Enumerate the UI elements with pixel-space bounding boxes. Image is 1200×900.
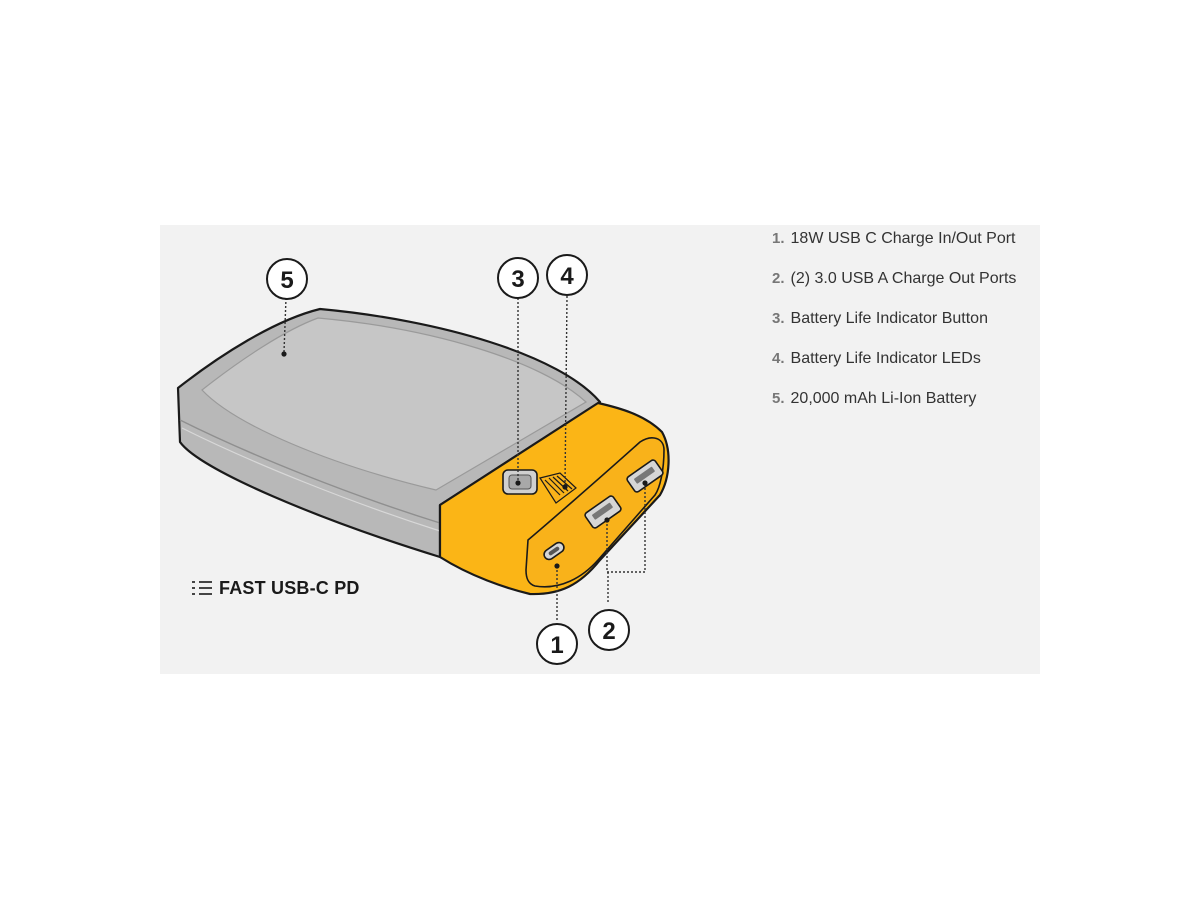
legend-text: 20,000 mAh Li-Ion Battery [790,390,977,407]
legend-text: 18W USB C Charge In/Out Port [790,230,1016,247]
legend-item-indicator-button: 3. Battery Life Indicator Button [772,308,1072,348]
usb-c-port [543,541,565,561]
legend-number: 5. [772,390,785,407]
callout-2: 2 [588,609,630,651]
svg-text:3: 3 [511,266,524,293]
legend-item-usb-a-ports: 2. (2) 3.0 USB A Charge Out Ports [772,268,1072,308]
legend-number: 2. [772,270,785,287]
svg-text:4: 4 [560,263,574,290]
svg-text:5: 5 [280,267,293,294]
svg-text:2: 2 [602,618,615,645]
legend-text: Battery Life Indicator LEDs [790,350,981,367]
legend-number: 4. [772,350,785,367]
callout-1: 1 [536,623,578,665]
legend-text: Battery Life Indicator Button [790,310,988,327]
battery-indicator-leds [539,472,577,504]
legend-item-battery: 5. 20,000 mAh Li-Ion Battery [772,388,1072,428]
usb-a-ports [584,459,664,529]
legend-text: (2) 3.0 USB A Charge Out Ports [790,270,1017,287]
callout-5: 5 [266,258,308,300]
callout-4: 4 [546,254,588,296]
legend-number: 3. [772,310,785,327]
svg-text:1: 1 [550,632,563,659]
fast-charge-lines-icon [192,581,212,595]
legend-item-indicator-leds: 4. Battery Life Indicator LEDs [772,348,1072,388]
fast-usb-c-pd-label: FAST USB-C PD [219,577,360,598]
battery-body [176,307,602,559]
leader-dots [281,351,648,569]
feature-legend: 1. 18W USB C Charge In/Out Port 2. (2) 3.0… [772,228,1072,428]
leader-lines [283,295,646,620]
legend-number: 1. [772,230,785,247]
fast-usb-c-pd-badge: FAST USB-C PD [191,576,360,600]
legend-item-usb-c-port: 1. 18W USB C Charge In/Out Port [772,228,1072,268]
callout-3: 3 [497,257,539,299]
